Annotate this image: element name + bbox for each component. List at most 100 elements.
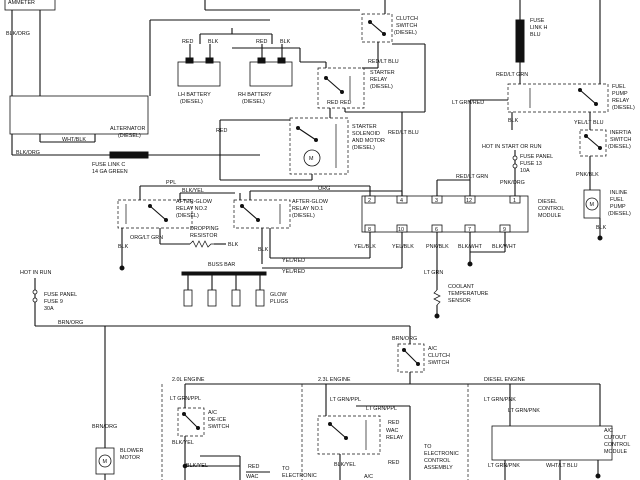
to-ecm-label-3: CONTROL — [424, 458, 450, 464]
fuel-pump-motor-icon — [585, 197, 599, 211]
wire-label-ppl: PPL — [166, 180, 176, 186]
wire-label-blk-2: BLK — [280, 39, 291, 45]
starter-relay: STARTER RELAY (DIESEL) — [317, 67, 395, 109]
pin-6: 6 — [435, 227, 438, 233]
fuse-link-c-label: FUSE LINK C — [92, 162, 125, 168]
wac-relay-label-2: RELAY — [386, 435, 404, 441]
ac-label: A/C — [364, 474, 373, 480]
glow-plugs-label: GLOW — [270, 292, 287, 298]
starter-relay-label: STARTER — [370, 70, 395, 76]
wire-label-red-lt-blu: RED/LT BLU — [368, 59, 399, 65]
fuse-link-c-sub: 14 GA GREEN — [92, 169, 128, 175]
to-ecm-label-4: ASSEMBLY — [424, 465, 453, 471]
fuse-panel-13-label-2: FUSE 13 — [520, 161, 542, 167]
ac-cutout-label-4: MODULE — [604, 449, 627, 455]
engine-label-2-3l: 2.3L ENGINE — [318, 377, 351, 383]
clutch-switch-label: CLUTCH — [396, 16, 418, 22]
dropping-resistor-label-2: RESISTOR — [190, 233, 218, 239]
fuse-link-h: FUSE LINK H BLU RED/LT GRN — [496, 0, 547, 84]
wire-label-blk-3: BLK — [508, 118, 519, 124]
to-electronic-label: ELECTRONIC — [282, 473, 317, 479]
fuse-panel-13-label: FUSE PANEL — [520, 154, 553, 160]
inertia-switch-label: INERTIA — [610, 130, 632, 136]
starter-relay-label-2: RELAY — [370, 77, 388, 83]
dropping-resistor: DROPPING RESISTOR — [189, 226, 219, 248]
blower-m: M — [103, 459, 108, 465]
coolant-sensor-label: COOLANT — [448, 284, 475, 290]
after-glow-2-sub: (DIESEL) — [176, 213, 199, 219]
wire-label-blk-wht-2: BLK/WHT — [492, 244, 517, 250]
to-label: TO — [282, 466, 289, 472]
inline-fuel-pump-label-3: PUMP — [610, 204, 626, 210]
wire-label-red-3: RED — [327, 100, 338, 106]
wire-label-blk-6: BLK — [228, 242, 239, 248]
wire-label-lt-grn-ppl: LT GRN/PPL — [170, 396, 201, 402]
wire-label-lt-grn-ppl-2: LT GRN/PPL — [330, 397, 361, 403]
after-glow-1-sub: (DIESEL) — [292, 213, 315, 219]
wire-label-pnk-blk-2: PNK/BLK — [426, 244, 449, 250]
wire-label-blk-4: BLK — [596, 225, 607, 231]
pin-3: 3 — [435, 198, 438, 204]
hot-in-run: HOT IN RUN — [20, 270, 51, 276]
inertia-switch-label-2: SWITCH — [610, 137, 631, 143]
wire-label-org-lt-grn: ORG/LT GRN — [130, 235, 163, 241]
fuse-panel-13: FUSE PANEL FUSE 13 10A — [512, 154, 553, 174]
hot-in-start-or-run: HOT IN START OR RUN — [482, 144, 542, 150]
rh-battery-sub: (DIESEL) — [242, 99, 265, 105]
wac-label: WAC — [246, 474, 258, 480]
clutch-switch-label-2: SWITCH — [396, 23, 417, 29]
ammeter-label: AMMETER — [8, 0, 35, 6]
wire-label-yel-red-2: YEL/RED — [282, 269, 305, 275]
inline-fuel-pump: M INLINE FUEL PUMP (DIESEL) — [583, 189, 631, 219]
fuse-panel-9-label-3: 30A — [44, 306, 54, 312]
ac-de-ice-label-3: SWITCH — [208, 424, 229, 430]
wire-label-blk-yel: BLK/YEL — [182, 188, 204, 194]
fuel-pump-relay-label-2: PUMP — [612, 91, 628, 97]
pump-m: M — [590, 202, 595, 208]
wire-label-yel-blk-2: YEL/BLK — [392, 244, 414, 250]
fuse-link-h-label-3: BLU — [530, 32, 541, 38]
ac-cutout-label-2: CUTOUT — [604, 435, 627, 441]
starter-solenoid-label-3: AND MOTOR — [352, 138, 385, 144]
ammeter-box — [4, 0, 56, 11]
dropping-resistor-label: DROPPING — [190, 226, 219, 232]
diesel-control-label-3: MODULE — [538, 213, 561, 219]
wire-label-red-lt-grn: RED/LT GRN — [496, 72, 528, 78]
wire-label-brn-org-3: BRN/ORG — [392, 336, 417, 342]
inline-fuel-pump-label: INLINE — [610, 190, 628, 196]
to-ecm-label: TO — [424, 444, 431, 450]
wire-label-red-8: RED — [388, 460, 399, 466]
buss-bar-label: BUSS BAR — [208, 262, 235, 268]
wire-label-yel-blk: YEL/BLK — [354, 244, 376, 250]
inline-fuel-pump-label-2: FUEL — [610, 197, 624, 203]
ac-clutch-switch: A/C CLUTCH SWITCH — [397, 343, 450, 373]
pin-10: 10 — [398, 227, 404, 233]
starter-motor-icon — [303, 149, 321, 167]
coolant-temperature-sensor: COOLANT TEMPERATURE SENSOR — [433, 284, 489, 306]
wire-label-red-4: RED — [340, 100, 351, 106]
fuel-pump-relay: FUEL PUMP RELAY (DIESEL) — [507, 83, 635, 113]
wire-label-org: ORG — [318, 186, 330, 192]
clutch-switch: CLUTCH SWITCH (DIESEL) — [361, 10, 418, 69]
alternator: ALTERNATOR (DIESEL) WHT/BLK BLK/ORG FUSE… — [9, 95, 260, 175]
inertia-switch-sub: (DIESEL) — [608, 144, 631, 150]
glow-plugs-label-2: PLUGS — [270, 299, 289, 305]
ac-clutch-switch-label-3: SWITCH — [428, 360, 449, 366]
lh-battery-sub: (DIESEL) — [180, 99, 203, 105]
wire-label-blk-org: BLK/ORG — [6, 31, 30, 37]
fuse-link-h-label-2: LINK H — [530, 25, 547, 31]
wire-label-brn-org: BRN/ORG — [58, 320, 83, 326]
inline-fuel-pump-sub: (DIESEL) — [608, 211, 631, 217]
wire-label-red: RED — [182, 39, 193, 45]
glow-plugs: GLOW PLUGS — [183, 275, 289, 307]
wire-label-yel-red: YEL/RED — [282, 258, 305, 264]
ammeter-section: AMMETER BLK/ORG — [4, 0, 56, 96]
starter-solenoid-label-2: SOLENOID — [352, 131, 380, 137]
blower-motor: M BLOWER MOTOR — [95, 447, 143, 475]
coolant-sensor-label-3: SENSOR — [448, 298, 471, 304]
ac-cutout-label-3: CONTROL — [604, 442, 630, 448]
alternator-sub-label: (DIESEL) — [118, 133, 141, 139]
wire-label-blk-wht: BLK/WHT — [458, 244, 483, 250]
fuel-pump-relay-label: FUEL — [612, 84, 626, 90]
